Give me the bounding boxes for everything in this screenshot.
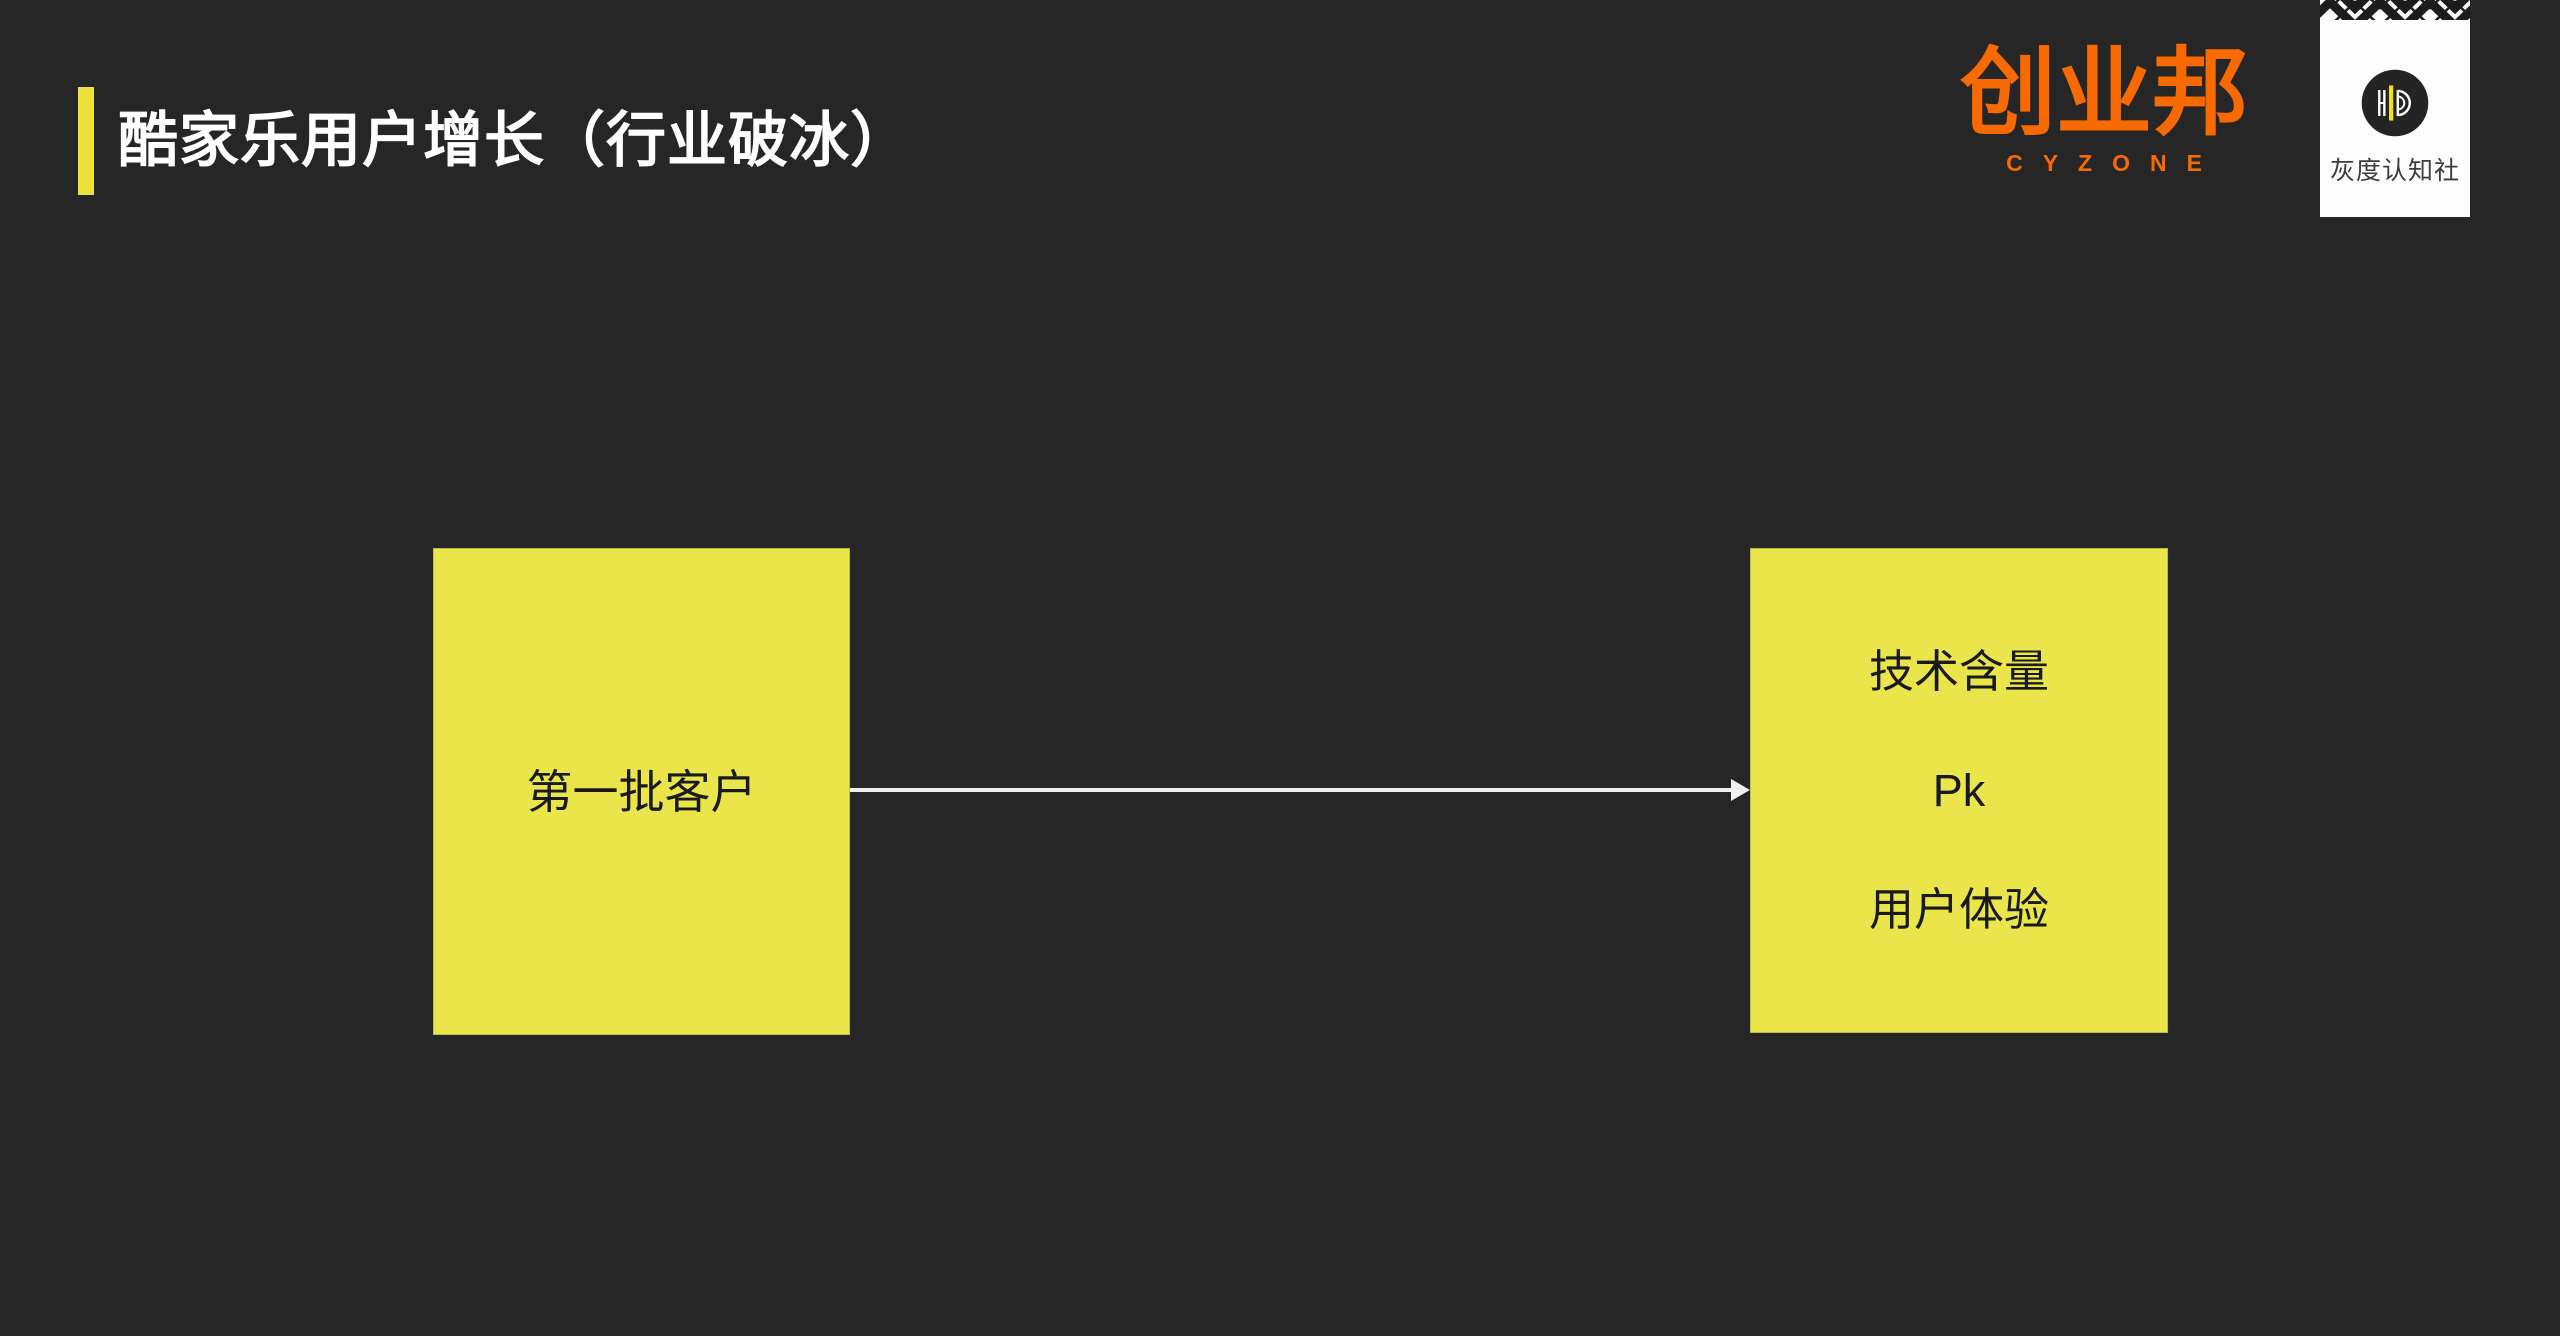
right-box-line-1: 技术含量 — [1868, 646, 2049, 697]
huidu-logo-card: 灰度认知社 — [2320, 0, 2470, 217]
right-box-line-3: 用户体验 — [1868, 884, 2049, 935]
hd-monogram-icon — [2361, 69, 2429, 137]
zigzag-pattern-icon — [2320, 0, 2470, 20]
diagram-box-tech-pk-ux: 技术含量 Pk 用户体验 — [1750, 548, 2168, 1033]
left-box-label: 第一批客户 — [526, 765, 757, 818]
right-box-line-2: Pk — [1932, 765, 1986, 816]
title-accent-bar — [78, 87, 94, 195]
huidu-logo-label: 灰度认知社 — [2329, 157, 2460, 185]
cyzone-logo-name: 创业邦 — [1960, 40, 2248, 147]
cyzone-logo-subtitle: CYZONE — [2006, 150, 2222, 176]
diagram-box-first-customers: 第一批客户 — [433, 548, 850, 1035]
page-title: 酷家乐用户增长（行业破冰） — [118, 107, 911, 174]
arrow-shaft — [850, 788, 1732, 792]
cyzone-logo: 创业邦 CYZONE — [1948, 46, 2260, 177]
slide-header: 酷家乐用户增长（行业破冰） — [78, 87, 911, 195]
arrow-head-icon — [1731, 779, 1750, 801]
